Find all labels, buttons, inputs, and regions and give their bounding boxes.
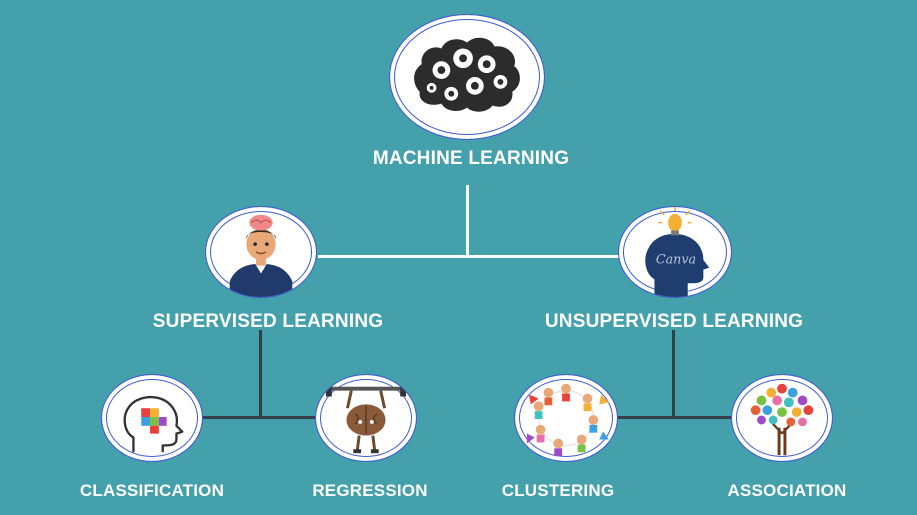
canva-watermark: Canva: [656, 252, 696, 267]
clustering-label: CLUSTERING: [501, 481, 615, 500]
brain-gears-icon: [414, 37, 520, 112]
connector-unsupervised-stem: [672, 330, 675, 418]
person-brain-icon: [229, 214, 293, 297]
brain-lifting-icon: [325, 380, 407, 454]
connector-supervised-horizontal: [202, 416, 316, 419]
unsupervised-node-circle: Canva: [618, 206, 732, 298]
children-circle-icon: [526, 383, 609, 457]
classification-node-circle: [101, 374, 203, 462]
regression-node-circle: [315, 374, 417, 462]
connector-unsupervised-horizontal: [618, 416, 732, 419]
head-lightbulb-icon: Canva: [645, 207, 710, 297]
classification-label: CLASSIFICATION: [79, 481, 225, 500]
supervised-label: SUPERVISED LEARNING: [152, 311, 384, 332]
association-node-circle: [731, 374, 833, 462]
unsupervised-label: UNSUPERVISED LEARNING: [544, 311, 804, 332]
colorful-tree-icon: [750, 383, 814, 456]
root-node-circle: [389, 14, 545, 140]
connector-supervised-stem: [259, 330, 262, 418]
connector-root-stem: [466, 185, 469, 257]
association-label: ASSOCIATION: [727, 481, 847, 500]
head-puzzle-icon: [123, 395, 184, 453]
clustering-node-circle: [514, 374, 618, 462]
regression-label: REGRESSION: [312, 481, 428, 500]
root-label: MACHINE LEARNING: [372, 148, 570, 169]
supervised-node-circle: [205, 206, 317, 298]
connector-mid-horizontal: [318, 255, 620, 258]
